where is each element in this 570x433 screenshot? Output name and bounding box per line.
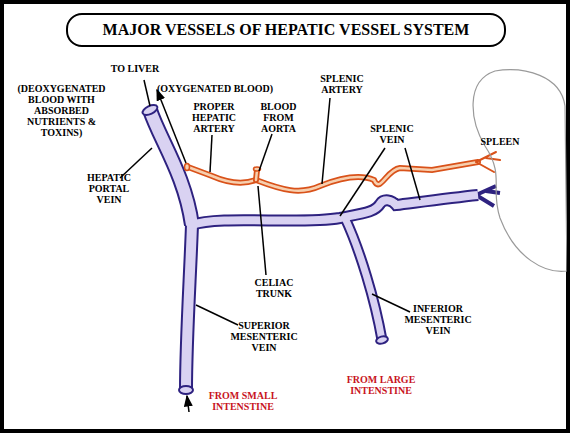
vessel-label: SUPERIOR MESENTERIC VEIN: [224, 320, 304, 353]
vessel-label: FROM SMALL INTENSTINE: [200, 390, 286, 412]
vessel-label: CELIAC TRUNK: [246, 277, 302, 299]
vessel-label: SPLENIC VEIN: [366, 123, 418, 145]
spleen-organ: SPLEEN: [455, 66, 567, 276]
vein-openings: [141, 103, 389, 394]
vessel-label: FROM LARGE INTENSTINE: [338, 374, 424, 396]
title: MAJOR VESSELS OF HEPATIC VESSEL SYSTEM: [66, 13, 506, 47]
vessel-label: TO LIVER: [100, 63, 170, 74]
vessel-label: (DEOXYGENATED BLOOD WITH ABSORBED NUTRIE…: [14, 83, 109, 138]
leader-lines: [120, 80, 420, 412]
vessel-label: PROPER HEPATIC ARTERY: [186, 101, 242, 134]
spleen-outline-path: [473, 70, 567, 272]
frame: [4, 4, 566, 429]
vessel-label: (OXYGENATED BLOOD): [150, 83, 280, 94]
spleen-outline: [455, 66, 567, 276]
vessel-label: SPLENIC ARTERY: [310, 73, 374, 95]
vessel-label: HEPATIC PORTAL VEIN: [80, 172, 138, 205]
vein-fill: [150, 110, 478, 390]
vessel-label: BLOOD FROM AORTA: [251, 101, 306, 134]
artery: [185, 152, 501, 191]
organ-label: SPLEEN: [469, 136, 531, 147]
vessel-label: INFERIOR MESENTERIC VEIN: [400, 303, 476, 336]
